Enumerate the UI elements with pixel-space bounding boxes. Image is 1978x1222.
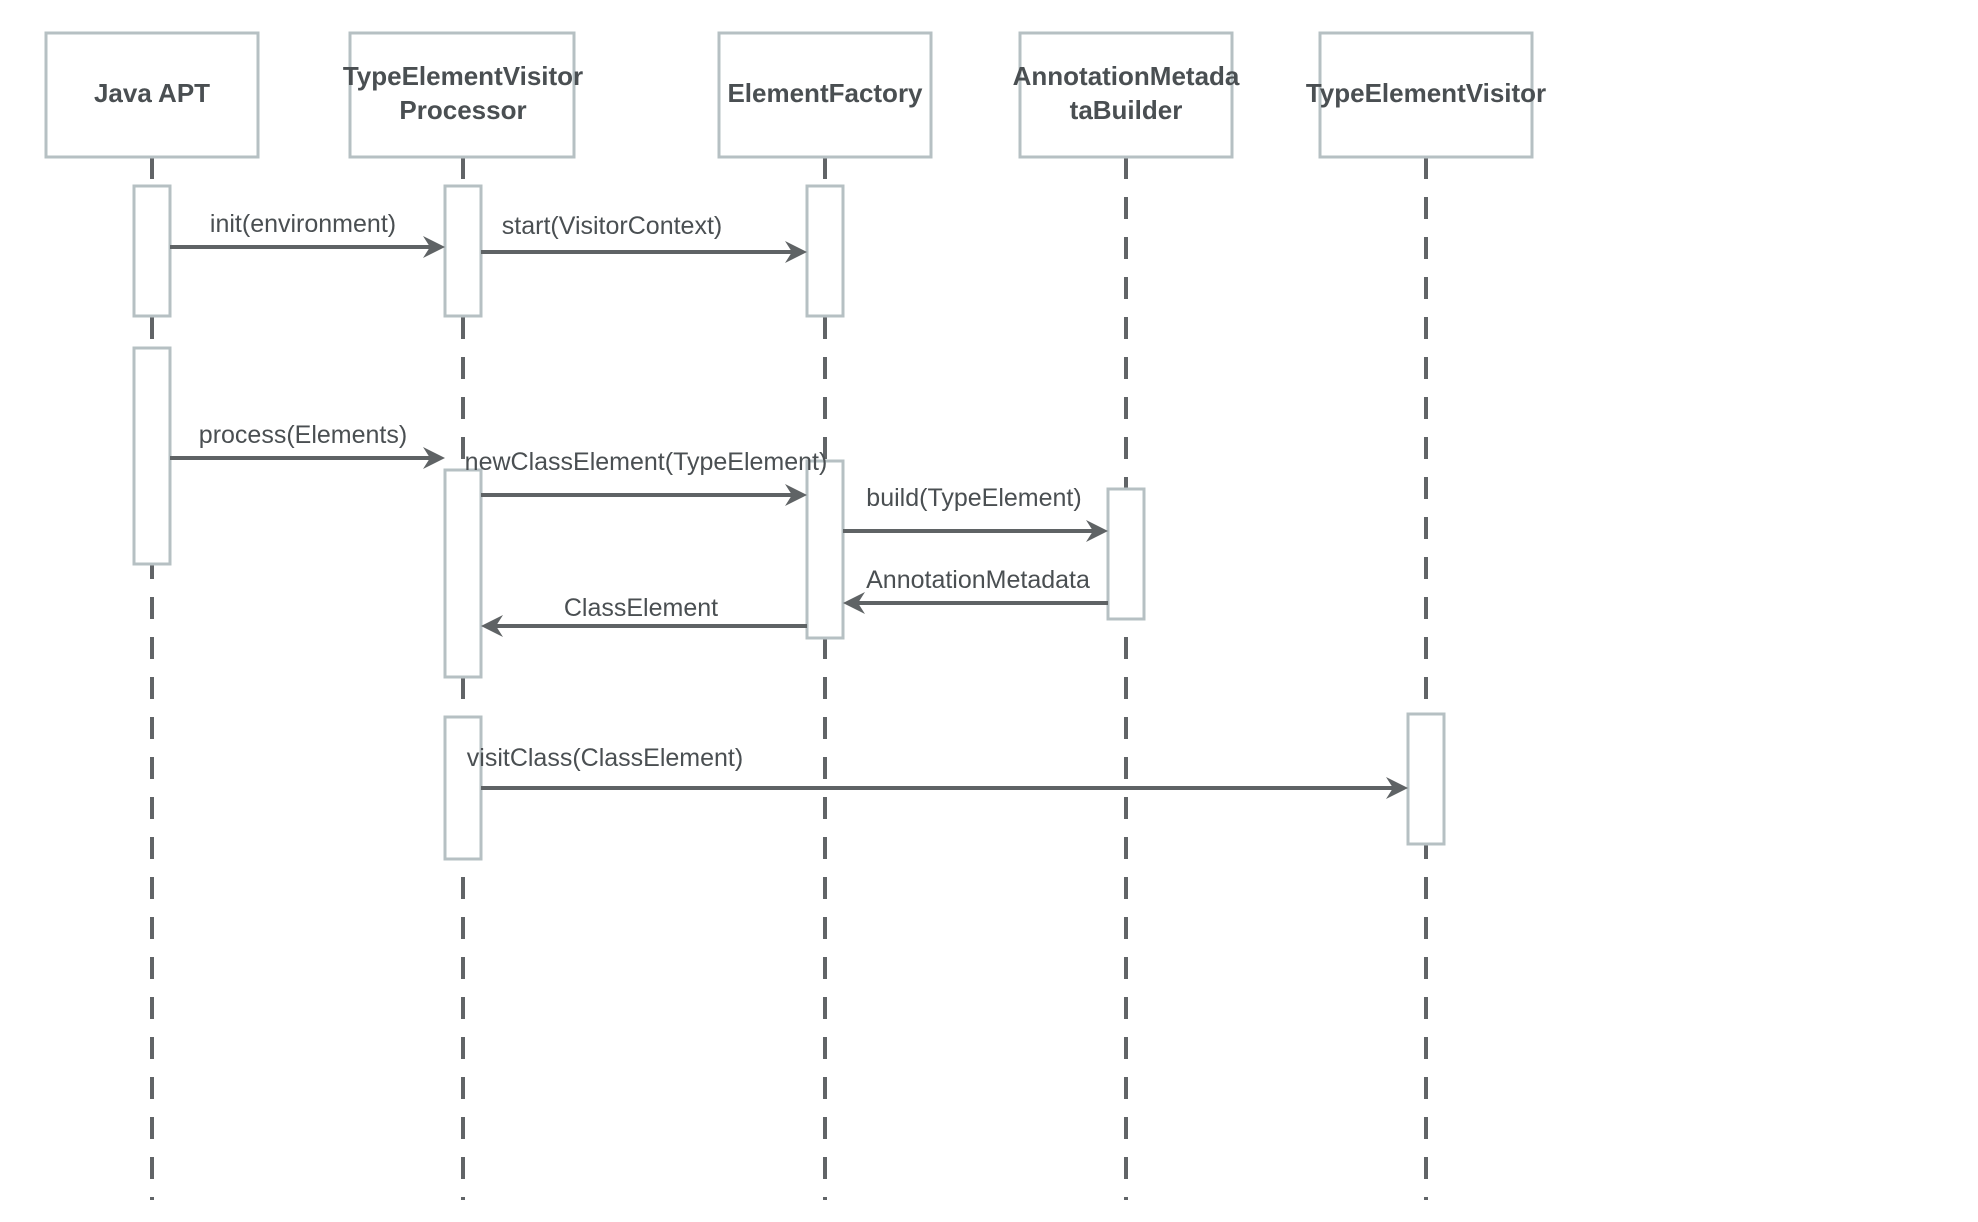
message-4: newClassElement(TypeElement) xyxy=(465,448,828,506)
participant-label: AnnotationMetada xyxy=(1013,61,1240,91)
activation-bar-java-apt xyxy=(132,184,172,318)
message-8: visitClass(ClassElement) xyxy=(467,744,1408,799)
participant-label: ElementFactory xyxy=(727,78,923,108)
message-label: process(Elements) xyxy=(199,421,407,449)
participant-box[interactable] xyxy=(1018,31,1234,159)
participant-box[interactable] xyxy=(44,31,260,159)
participant-box[interactable] xyxy=(1318,31,1534,159)
message-3: process(Elements) xyxy=(170,421,445,469)
activation-bar-type-element-visitor-processor xyxy=(443,184,483,318)
message-arrowhead xyxy=(1386,777,1408,799)
activation-bar-annotation-metadata-builder xyxy=(1106,487,1146,621)
activation-bar-type-element-visitor-processor xyxy=(443,715,483,861)
activation-bar-element-factory xyxy=(805,184,845,318)
message-arrowhead xyxy=(481,615,503,637)
participant-annotation-metadata-builder[interactable]: AnnotationMetada taBuilder xyxy=(1013,31,1240,159)
message-arrowhead xyxy=(423,447,445,469)
message-label: ClassElement xyxy=(564,594,718,622)
message-label: newClassElement(TypeElement) xyxy=(465,448,828,476)
participant-java-apt[interactable]: Java APT xyxy=(44,31,260,159)
message-label: AnnotationMetadata xyxy=(866,566,1090,594)
participant-element-factory[interactable]: ElementFactory xyxy=(717,31,933,159)
message-1: init(environment) xyxy=(170,210,445,258)
activation-bar-type-element-visitor xyxy=(1406,712,1446,846)
message-label: build(TypeElement) xyxy=(866,484,1081,512)
message-6: AnnotationMetadata xyxy=(843,566,1108,614)
activation-bar-element-factory xyxy=(805,459,845,640)
messages-layer: init(environment) start(VisitorContext) pr… xyxy=(170,210,1408,799)
message-arrowhead xyxy=(843,592,865,614)
message-label: visitClass(ClassElement) xyxy=(467,744,743,772)
participant-box[interactable] xyxy=(348,31,576,159)
message-label: init(environment) xyxy=(210,210,396,238)
participant-label: taBuilder xyxy=(1070,95,1183,125)
message-arrowhead xyxy=(785,484,807,506)
participant-box[interactable] xyxy=(717,31,933,159)
message-label: start(VisitorContext) xyxy=(502,212,722,240)
activation-bar-type-element-visitor-processor xyxy=(443,468,483,679)
message-arrowhead xyxy=(1086,520,1108,542)
message-arrowhead xyxy=(785,241,807,263)
participant-label: TypeElementVisitor xyxy=(343,61,583,91)
participant-type-element-visitor[interactable]: TypeElementVisitor xyxy=(1306,31,1546,159)
activations-layer xyxy=(132,184,1446,861)
participant-label: Java APT xyxy=(94,78,210,108)
message-5: build(TypeElement) xyxy=(843,484,1108,542)
participant-label: Processor xyxy=(399,95,526,125)
message-7: ClassElement xyxy=(481,594,807,637)
participant-label: TypeElementVisitor xyxy=(1306,78,1546,108)
message-2: start(VisitorContext) xyxy=(481,212,807,263)
lifelines-layer xyxy=(150,157,1428,1200)
activation-bar-java-apt xyxy=(132,346,172,566)
message-arrowhead xyxy=(423,236,445,258)
